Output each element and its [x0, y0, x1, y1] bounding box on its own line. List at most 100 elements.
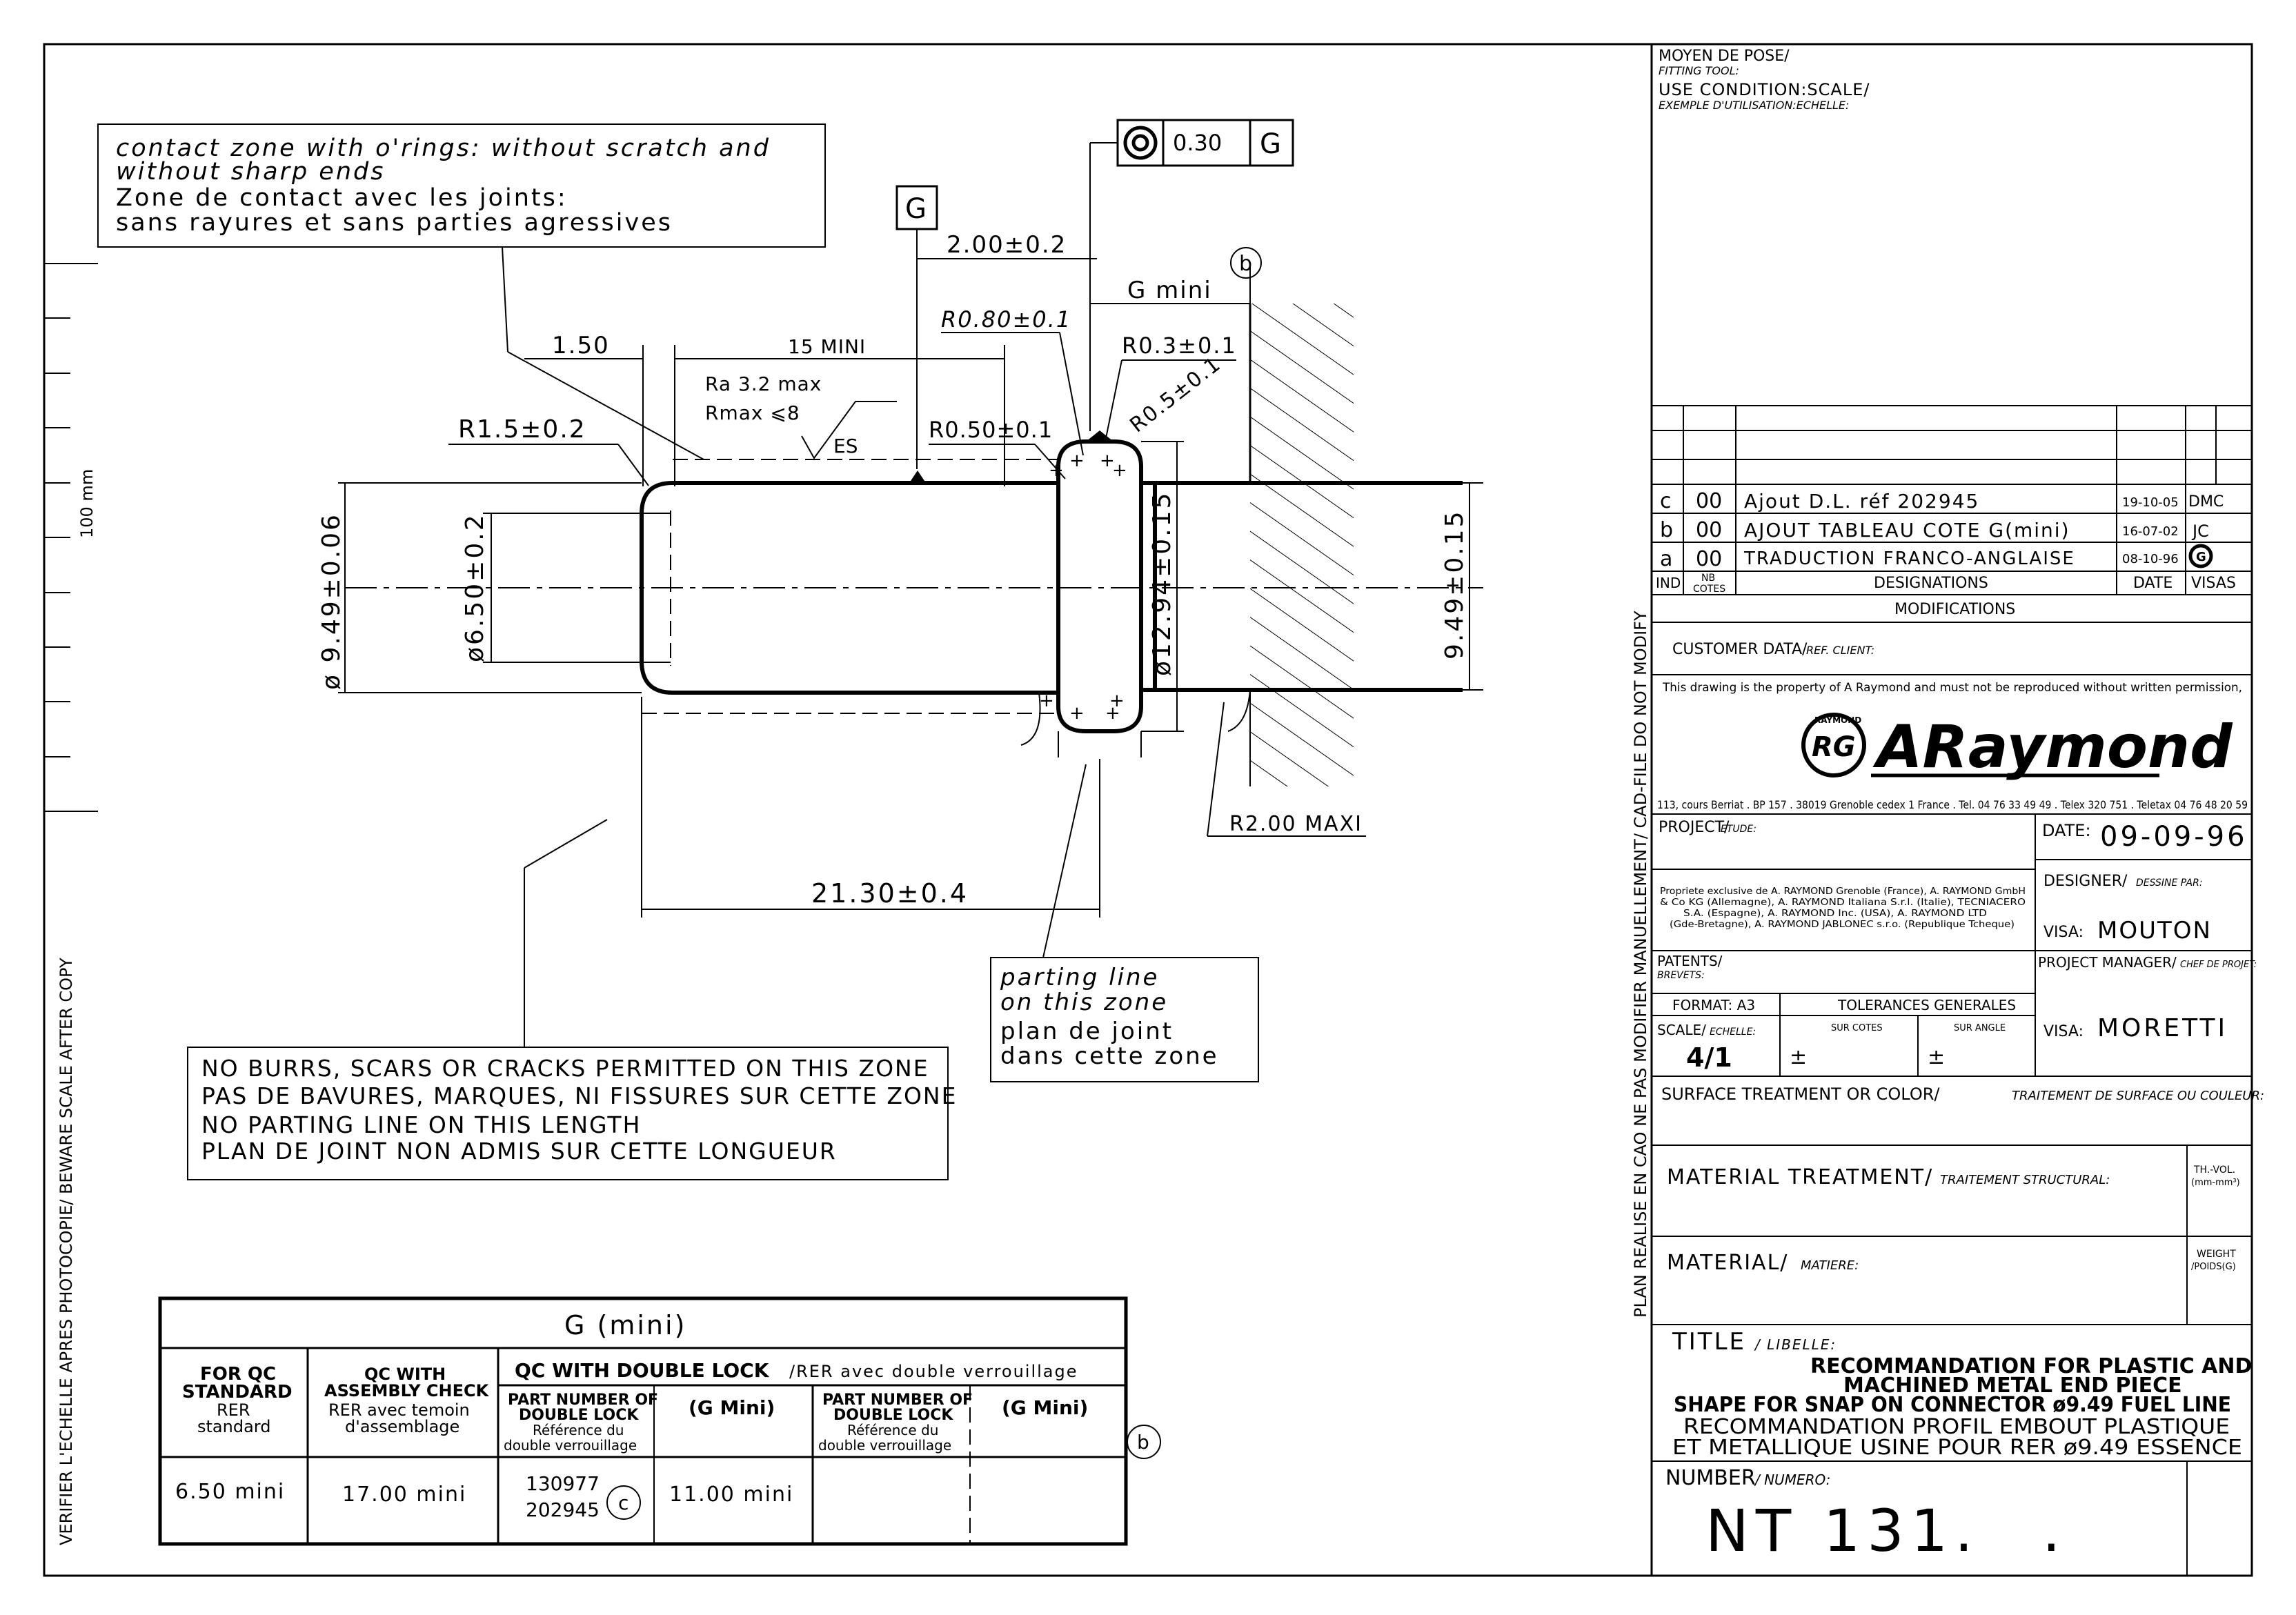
concentricity-frame: 0.30 G — [1089, 119, 1294, 431]
rev-c-designation: Ajout D.L. réf 202945 — [1744, 490, 1979, 513]
center-mark-icon: + — [1105, 703, 1120, 724]
raymond-seal-ring-text: RAYMOND — [1814, 715, 1861, 725]
dim-g-mini: G mini — [1127, 277, 1212, 304]
parting-note-line-4: dans cette zone — [1000, 1042, 1219, 1070]
material-fr: MATIERE: — [1801, 1258, 1859, 1273]
rev-a-nb: 00 — [1696, 547, 1722, 571]
value-standard: 6.50 mini — [175, 1480, 285, 1504]
rev-b-nb: 00 — [1696, 518, 1722, 542]
sur-angle: SUR ANGLE — [1954, 1023, 2006, 1033]
parting-note-line-1: parting line — [1000, 964, 1159, 991]
pn-header-1b: PART NUMBER OF — [822, 1391, 973, 1409]
contact-marker-icon — [1086, 430, 1114, 442]
burr-note-line-4: PLAN DE JOINT NON ADMIS SUR CETTE LONGUE… — [201, 1138, 837, 1165]
contact-note-leader — [502, 246, 508, 353]
center-mark-icon: + — [1049, 460, 1064, 481]
upper-dimensions: 2.00±0.2 G mini b R0.80±0.1 R0.3±0.1 R0.… — [448, 231, 1262, 486]
header-ind: IND — [1656, 575, 1681, 591]
margin-scale: 100 mm — [44, 263, 98, 812]
center-mark-icon: + — [1069, 450, 1085, 471]
parting-note-line-3: plan de joint — [1000, 1018, 1174, 1045]
part-number-1: 130977 — [526, 1472, 600, 1495]
part-number-2: 202945 — [526, 1498, 600, 1521]
pm-visa: MORETTI — [2097, 1014, 2228, 1042]
contact-marker-icon — [909, 470, 926, 483]
col1-header-2: STANDARD — [182, 1382, 293, 1403]
property-notice: This drawing is the property of A Raymon… — [1662, 681, 2242, 695]
prop-line-3: S.A. (Espagne), A. RAYMOND Inc. (USA), A… — [1683, 909, 1987, 919]
modifications-label: MODIFICATIONS — [1894, 601, 2015, 618]
g-mini-table: G (mini) FOR QC STANDARD RER standard QC… — [158, 1296, 1161, 1546]
rev-c-ind: c — [1660, 489, 1672, 513]
dim-r2-00: R2.00 MAXI — [1229, 812, 1363, 836]
weight-2: /POIDS(G) — [2191, 1262, 2236, 1272]
burr-note-line-3: NO PARTING LINE ON THIS LENGTH — [201, 1111, 641, 1138]
rev-a-visa: G — [2196, 550, 2206, 564]
col2-header-4: d'assemblage — [345, 1417, 459, 1436]
date-label: DATE: — [2042, 821, 2091, 840]
title-fr-line-1: RECOMMANDATION PROFIL EMBOUT PLASTIQUE — [1683, 1415, 2230, 1439]
title-fr: / LIBELLE: — [1754, 1336, 1837, 1353]
contact-note-line-4: sans rayures et sans parties agressives — [116, 209, 673, 237]
patents-fr: BREVETS: — [1657, 970, 1705, 981]
prop-line-4: (Gde-Bretagne), A. RAYMOND JABLONEC s.r.… — [1670, 920, 2015, 930]
col1-header-3: RER — [217, 1400, 250, 1420]
sur-cotes: SUR COTES — [1831, 1023, 1883, 1033]
header-designations: DESIGNATIONS — [1874, 575, 1988, 592]
material-en: MATERIAL/ — [1667, 1251, 1788, 1275]
fitting-fr: MOYEN DE POSE/ — [1659, 48, 1790, 65]
value-assembly-check: 17.00 mini — [342, 1483, 466, 1507]
dim-r0-50: R0.50±0.1 — [929, 417, 1053, 443]
col1-header-4: standard — [197, 1417, 270, 1436]
dim-1-50: 1.50 — [552, 332, 610, 359]
burr-note: NO BURRS, SCARS OR CRACKS PERMITTED ON T… — [187, 819, 957, 1180]
scale-fr: ECHELLE: — [1710, 1027, 1756, 1038]
value-double-lock: 11.00 mini — [669, 1483, 793, 1507]
pn-header-3b: Référence du — [847, 1422, 938, 1438]
pm-visa-label: VISA: — [2043, 1023, 2084, 1040]
contact-note-line-3: Zone de contact avec les joints: — [116, 184, 568, 212]
cad-notice-vertical: PLAN REALISE EN CAO NE PAS MODIFIER MANU… — [1631, 611, 1650, 1318]
thvol-2: (mm-mm³) — [2191, 1178, 2240, 1188]
dim-dia-9-49-left: ø 9.49±0.06 — [317, 513, 346, 690]
araymond-logo: ARaymond — [1872, 713, 2233, 782]
col2-header-2: ASSEMBLY CHECK — [324, 1381, 490, 1400]
connector-wall — [1227, 304, 1354, 786]
designer-visa: MOUTON — [2097, 917, 2212, 944]
dim-r0-5: R0.5±0.1 — [1125, 352, 1226, 437]
designer-en: DESIGNER/ — [2043, 873, 2128, 890]
table-title: G (mini) — [564, 1310, 686, 1340]
rev-a-ind: a — [1660, 547, 1672, 571]
dim-r0-80: R0.80±0.1 — [941, 306, 1071, 333]
dim-dia-9-49-right: 9.49±0.15 — [1441, 510, 1469, 660]
tol-pm-2: ± — [1928, 1045, 1945, 1069]
surface-en: SURFACE TREATMENT OR COLOR/ — [1661, 1084, 1940, 1104]
title-fr-line-2: ET METALLIQUE USINE POUR RER ø9.49 ESSEN… — [1672, 1436, 2242, 1460]
rev-b-ind: b — [1660, 518, 1673, 542]
document-number-suffix: . — [2042, 1497, 2061, 1565]
roughness-symbol-icon — [801, 401, 897, 459]
burr-note-line-2: PAS DE BAVURES, MARQUES, NI FISSURES SUR… — [201, 1082, 957, 1109]
header-cotes: COTES — [1693, 584, 1725, 595]
company-address: 113, cours Berriat . BP 157 . 38019 Gren… — [1657, 798, 2248, 811]
surface-fr: TRAITEMENT DE SURFACE OU COULEUR: — [2012, 1089, 2264, 1103]
pn-header-4b: double verrouillage — [818, 1437, 951, 1454]
contact-note-line-1: contact zone with o'rings: without scrat… — [116, 135, 771, 162]
rev-c-nb: 00 — [1696, 489, 1722, 513]
title-en: TITLE — [1672, 1328, 1746, 1356]
dim-2-00: 2.00±0.2 — [947, 231, 1067, 259]
title-line-1: RECOMMANDATION FOR PLASTIC AND — [1810, 1354, 2252, 1378]
project-en: PROJECT/ — [1659, 819, 1730, 836]
parting-note-line-2: on this zone — [1000, 989, 1168, 1016]
dim-15-mini: 15 MINI — [788, 335, 866, 358]
contact-note-line-2: without sharp ends — [116, 158, 385, 186]
header-nb: NB — [1701, 573, 1715, 584]
roughness-ra: Ra 3.2 max — [705, 373, 822, 395]
dim-dia-12-94: ø12.94±0.15 — [1148, 491, 1176, 676]
tol-pm-1: ± — [1790, 1045, 1807, 1069]
title-line-3: SHAPE FOR SNAP ON CONNECTOR ø9.49 FUEL L… — [1674, 1393, 2231, 1417]
customer-en: CUSTOMER DATA/ — [1672, 641, 1808, 658]
length-dimension: 21.30±0.4 — [641, 697, 1100, 918]
material-treatment-fr: TRAITEMENT STRUCTURAL: — [1940, 1173, 2110, 1187]
